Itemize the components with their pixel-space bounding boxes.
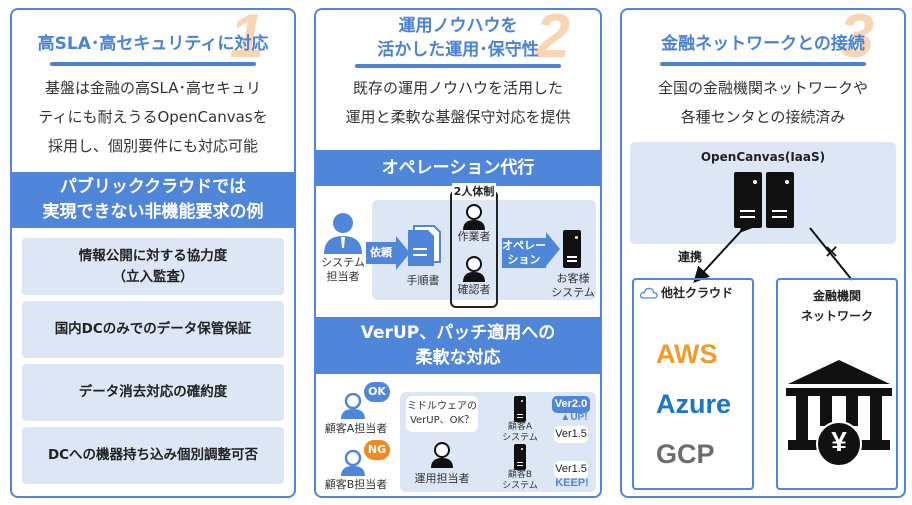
panel-operations: 2 運用ノウハウを 活かした運用･保守性 既存の運用ノウハウを活用した 運用と柔…: [314, 8, 602, 498]
panel-title: 金融ネットワークとの接続: [661, 34, 865, 54]
customer-system-label: お客様 システム: [551, 272, 595, 299]
speech-bubble: ミドルウェアの VerUP、OK？: [406, 396, 478, 432]
system-a-label: 顧客A システム: [502, 422, 538, 443]
document-icon: [408, 225, 441, 266]
version-b-badge: Ver1.5: [554, 461, 588, 478]
verup-band: VerUP、パッチ適用への 柔軟な対応: [316, 317, 600, 374]
iaas-area: [630, 142, 896, 244]
iaas-server-icon: [766, 172, 794, 228]
ng-bubble: NG: [364, 440, 390, 460]
title-underline: [660, 62, 866, 66]
other-cloud-box: 他社クラウド AWS Azure GCP: [632, 278, 754, 490]
requirements-list: 情報公開に対する協力度（立入監査） 国内DCのみでのデータ保管保証 データ消去対…: [12, 238, 294, 484]
panel-title: 運用ノウハウを 活かした運用･保守性: [377, 16, 539, 60]
checker-icon: [463, 256, 485, 282]
aws-logo: AWS: [656, 339, 718, 369]
bank-icon: [786, 360, 892, 467]
customer-b-icon: [341, 450, 365, 476]
requirement-item: 国内DCのみでのデータ保管保証: [22, 301, 284, 358]
system-a-server-icon: [514, 396, 526, 422]
version-new-badge: Ver2.0: [552, 396, 590, 413]
person-icon: [324, 213, 362, 254]
customer-server-icon: [563, 230, 581, 268]
operations-band: オペレーション代行: [316, 150, 600, 186]
two-person-label: 2人体制: [452, 183, 496, 199]
title-underline: [355, 64, 561, 68]
iaas-server-icon: [734, 172, 762, 228]
operation-arrow: オペレーション: [502, 232, 560, 268]
panel-financial-network: 3 金融ネットワークとの接続 全国の金融機関ネットワークや 各種センタとの接続済…: [620, 8, 906, 498]
panel-number: 1: [229, 8, 264, 71]
panel-title: 高SLA･高セキュリティに対応: [37, 34, 269, 54]
request-arrow: 依頼: [366, 236, 410, 270]
keep-label: KEEP!: [555, 477, 589, 489]
customer-b-label: 顧客B担当者: [324, 478, 388, 491]
title-underline: [50, 62, 256, 66]
operator-label: 運用担当者: [414, 472, 470, 485]
requirement-item: DCへの機器持ち込み個別調整可否: [22, 427, 284, 484]
requirement-item: データ消去対応の確約度: [22, 364, 284, 421]
azure-logo: Azure: [656, 389, 732, 419]
bank-network-box: 金融機関 ネットワーク ¥: [776, 278, 898, 490]
panel-description: 全国の金融機関ネットワークや 各種センタとの接続済み: [657, 79, 868, 126]
customer-a-label: 顧客A担当者: [324, 422, 388, 435]
cloud-icon: [640, 287, 658, 299]
cross-icon: ✕: [824, 242, 840, 263]
requirement-item: 情報公開に対する協力度（立入監査）: [22, 238, 284, 295]
gcp-logo: GCP: [656, 439, 715, 469]
operator-icon: [431, 442, 453, 468]
up-label: ▲UP!: [560, 412, 588, 423]
other-cloud-title: 他社クラウド: [661, 286, 734, 300]
requirements-band: パブリッククラウドでは 実現できない非機能要求の例: [12, 172, 294, 228]
bank-network-title: 金融機関 ネットワーク: [800, 289, 873, 323]
ok-bubble: OK: [364, 382, 390, 402]
requester-label: システム 担当者: [321, 256, 365, 283]
worker-icon: [463, 204, 485, 230]
link-label: 連携: [678, 250, 703, 264]
iaas-label: OpenCanvas(IaaS): [700, 150, 826, 164]
version-a-old-badge: Ver1.5: [554, 426, 588, 443]
panel-number: 2: [535, 8, 570, 71]
worker-label: 作業者: [457, 230, 491, 243]
checker-label: 確認者: [457, 283, 491, 296]
customer-a-icon: [341, 393, 365, 419]
system-b-server-icon: [514, 444, 526, 470]
manual-label: 手順書: [406, 274, 440, 287]
panel-description: 既存の運用ノウハウを活用した 運用と柔軟な基盤保守対応を提供: [345, 79, 571, 126]
yen-icon: ¥: [831, 426, 847, 457]
panel-number: 3: [839, 8, 874, 71]
panel-high-sla: 1 高SLA･高セキュリティに対応 基盤は金融の高SLA･高セキュリ ティにも耐…: [10, 8, 296, 498]
connection-lines: [693, 222, 853, 283]
system-b-label: 顧客B システム: [502, 470, 538, 491]
panel-description: 基盤は金融の高SLA･高セキュリ ティにも耐えうるOpenCanvasを 採用し…: [38, 79, 268, 155]
